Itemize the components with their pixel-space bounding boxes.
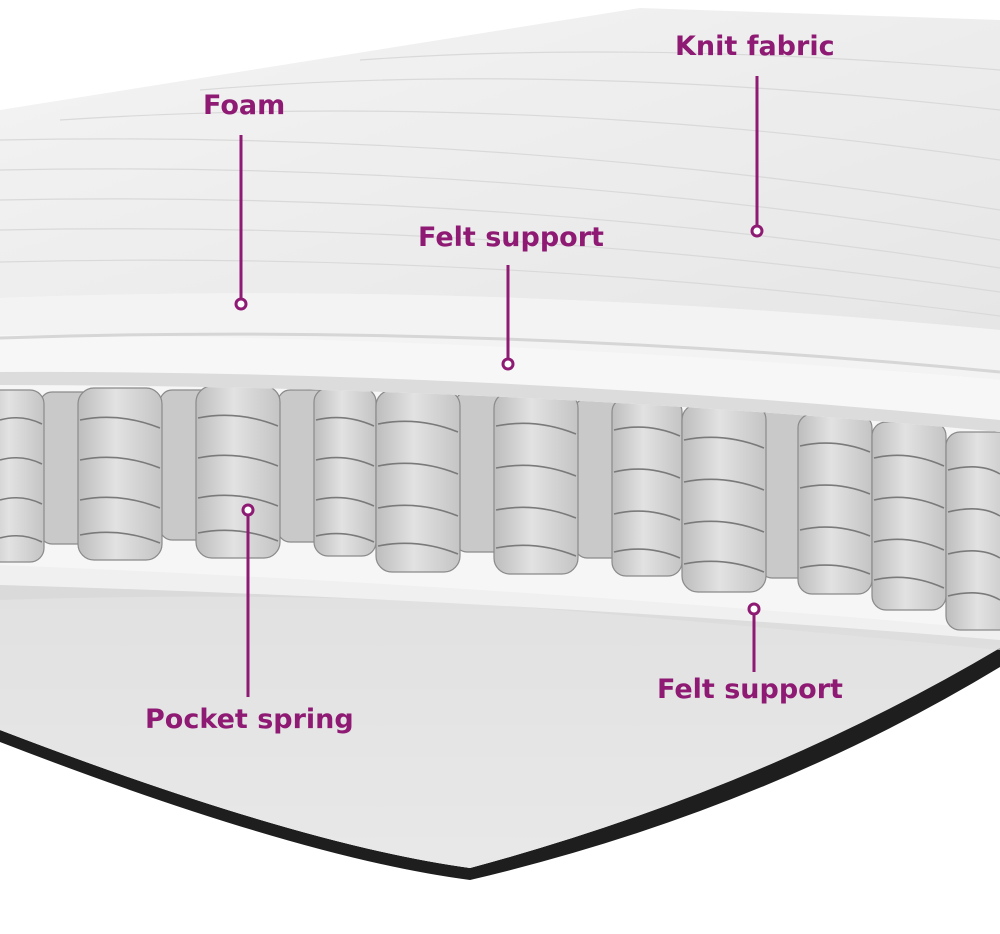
spring-coil-lines (0, 414, 1000, 601)
spring-coil (681, 403, 767, 593)
base-edge (0, 645, 1000, 880)
spring-coil (77, 387, 163, 561)
label-foam: Foam (203, 90, 286, 121)
callouts (234, 76, 764, 697)
foam-layer (0, 293, 1000, 380)
felt-support-shadow (0, 371, 1000, 432)
callout-dot-felt-support-top (501, 357, 515, 371)
callout-dot-felt-support-bottom (747, 602, 761, 616)
spring-coil (195, 385, 281, 559)
spring-coil (313, 387, 377, 557)
label-pocket-spring: Pocket spring (145, 704, 354, 735)
knit-fabric-top (0, 8, 1000, 330)
foam-seam (0, 332, 1000, 374)
spring-coil (871, 421, 947, 611)
bottom-felt-highlight (0, 596, 1000, 868)
label-felt-support-bottom: Felt support (657, 674, 843, 705)
callout-dot-foam (234, 297, 248, 311)
callout-dot-knit-fabric (750, 224, 764, 238)
pocket-springs (0, 385, 1000, 631)
spring-coil (945, 431, 1000, 631)
knit-fabric-texture (0, 51, 1000, 317)
label-knit-fabric: Knit fabric (675, 31, 835, 62)
callout-dot-pocket-spring (241, 503, 255, 517)
label-felt-support-top: Felt support (418, 222, 604, 253)
spring-coil (0, 389, 45, 563)
